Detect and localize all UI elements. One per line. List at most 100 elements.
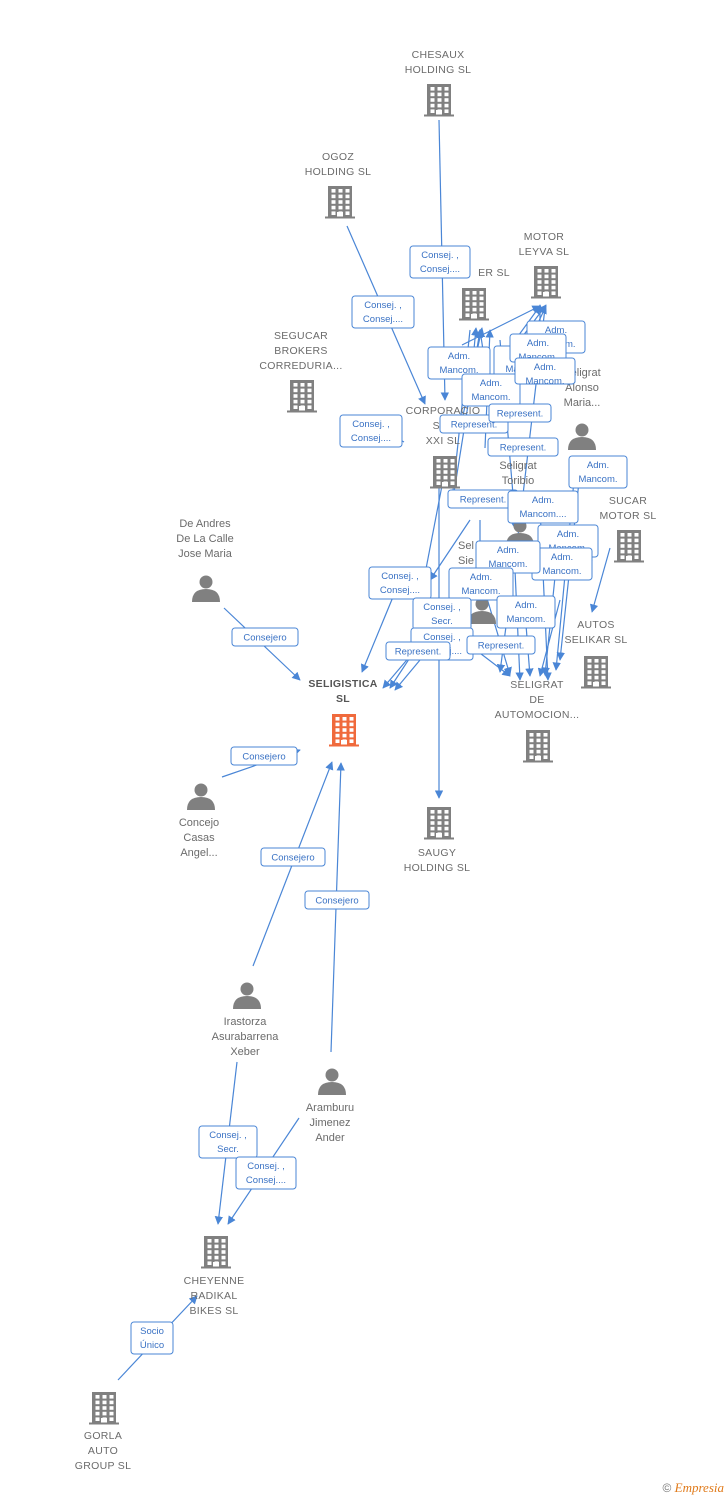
relation-label-box[interactable] [385, 641, 451, 661]
node-label: SELIGRAT [510, 679, 564, 691]
person-icon[interactable] [568, 423, 596, 451]
relation-label-text: Mancom. [439, 365, 478, 376]
company-icon[interactable] [201, 1236, 231, 1269]
relation-label[interactable]: Consejero [230, 746, 298, 766]
relation-label-text: Consej. , [364, 300, 402, 311]
relation-label[interactable]: Adm. Mancom. [427, 346, 491, 380]
person-icon[interactable] [318, 1068, 346, 1096]
node-label: Xeber [230, 1046, 260, 1058]
relation-label-box[interactable] [409, 245, 471, 279]
person-icon[interactable] [187, 783, 215, 811]
company-icon[interactable] [581, 656, 611, 689]
person-icon[interactable] [233, 982, 261, 1010]
relation-label[interactable]: Consejero [304, 890, 370, 910]
node-seligratauto[interactable]: SELIGRATDEAUTOMOCION... [495, 679, 580, 763]
company-icon[interactable] [424, 84, 454, 117]
relation-label-text: Represent. [497, 409, 543, 420]
relation-label-text: Consejero [271, 853, 314, 864]
relation-label-box[interactable] [351, 295, 415, 329]
company-icon[interactable] [430, 456, 460, 489]
relation-label[interactable]: Adm.Mancom. [461, 373, 521, 407]
company-icon[interactable] [287, 380, 317, 413]
node-corporacion[interactable]: CORPORACIOSELXXI SL [406, 405, 481, 489]
person-icon[interactable] [468, 597, 496, 625]
relation-label-box[interactable] [466, 635, 536, 655]
relation-label[interactable]: Consej. ,Secr. [412, 597, 472, 631]
relation-label[interactable]: Consej. ,Consej.... [368, 566, 432, 600]
relation-label-box[interactable] [231, 627, 299, 647]
person-icon[interactable] [192, 575, 220, 603]
relation-label[interactable]: Consejero [231, 627, 299, 647]
edge-labels-layer: Consej. ,Consej....Consej. ,Consej....Co… [130, 245, 628, 1355]
relation-label[interactable]: Adm.Mancom. [514, 357, 576, 387]
node-label: HOLDING SL [305, 166, 372, 178]
relation-label[interactable]: Consej. ,Secr. [198, 1125, 258, 1159]
node-label: SAUGY [418, 847, 456, 859]
company-icon[interactable] [424, 807, 454, 840]
node-segucar[interactable]: SEGUCARBROKERSCORREDURIA... [259, 330, 342, 413]
relation-label-text: Adm. [448, 351, 470, 362]
relation-label[interactable]: Consej. ,Consej.... [409, 245, 471, 279]
relation-label[interactable]: Consej. ,Consej.... [351, 295, 415, 329]
relation-label-box[interactable] [230, 746, 298, 766]
relation-label-box[interactable] [368, 566, 432, 600]
company-icon[interactable] [531, 266, 561, 299]
relation-label-box[interactable] [304, 890, 370, 910]
relation-label-box[interactable] [568, 455, 628, 489]
node-er[interactable]: ER SL [459, 267, 510, 321]
relation-label[interactable]: Adm.Mancom.... [507, 490, 579, 524]
relation-label-box[interactable] [427, 346, 491, 380]
relation-label-box[interactable] [198, 1125, 258, 1159]
node-label: Concejo [179, 817, 219, 829]
relation-label[interactable]: Adm.Mancom. [568, 455, 628, 489]
relation-label-box[interactable] [260, 847, 326, 867]
relation-label[interactable]: Consej. ,Consej.... [235, 1156, 297, 1190]
relation-label-box[interactable] [448, 567, 514, 601]
relation-label-box[interactable] [235, 1156, 297, 1190]
relation-label-box[interactable] [339, 414, 403, 448]
relation-label[interactable]: Represent. [385, 641, 451, 661]
relation-label[interactable]: Consej. ,Consej.... [339, 414, 403, 448]
relation-label-box[interactable] [507, 490, 579, 524]
node-label: BIKES SL [189, 1305, 238, 1317]
relation-label[interactable]: Adm.Mancom. [496, 595, 556, 629]
company-icon[interactable] [523, 730, 553, 763]
company-icon[interactable] [614, 530, 644, 563]
relation-label[interactable]: Represent. [466, 635, 536, 655]
company-icon[interactable] [89, 1392, 119, 1425]
relation-label-text: Mancom. [578, 474, 617, 485]
relation-label-box[interactable] [130, 1321, 174, 1355]
focus-company-icon[interactable] [329, 714, 359, 747]
relation-label-box[interactable] [487, 437, 559, 457]
node-label: CORREDURIA... [259, 360, 342, 372]
node-label: Aramburu [306, 1102, 354, 1114]
relation-label-box[interactable] [496, 595, 556, 629]
relation-label-box[interactable] [514, 357, 576, 385]
company-icon[interactable] [459, 288, 489, 321]
brand-logo[interactable]: Empresia [674, 1480, 724, 1495]
company-icon[interactable] [325, 186, 355, 219]
relation-label[interactable]: Represent. [487, 437, 559, 457]
relation-label[interactable]: Adm.Mancom. [531, 547, 593, 581]
relation-label-box[interactable] [488, 403, 552, 423]
relation-label-text: Consejero [243, 633, 286, 644]
node-label: AUTO [88, 1445, 118, 1457]
relation-label[interactable]: Represent. [488, 403, 552, 423]
node-concejo[interactable]: ConcejoCasasAngel... [179, 783, 219, 860]
relation-label[interactable]: Adm.Mancom. [448, 567, 514, 601]
relation-label[interactable]: Consejero [260, 847, 326, 867]
